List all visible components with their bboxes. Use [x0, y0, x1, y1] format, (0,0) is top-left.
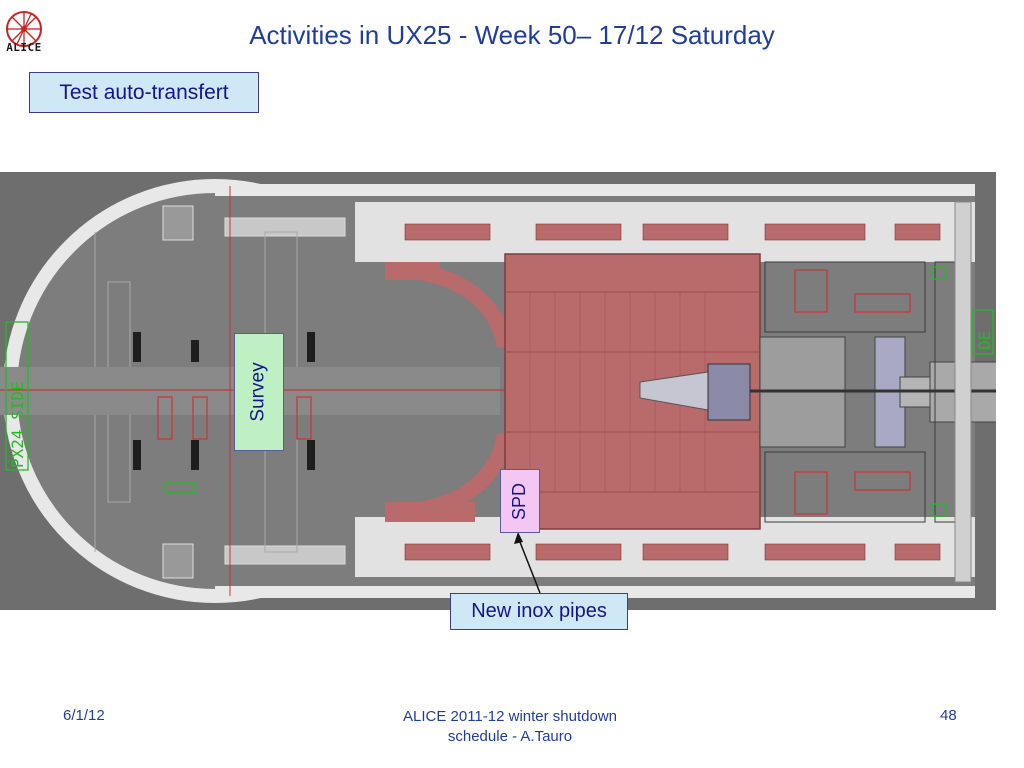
new-inox-pipes-callout: New inox pipes — [450, 593, 628, 630]
footer-page-number: 48 — [940, 707, 957, 724]
test-auto-transfert-callout: Test auto-transfert — [29, 72, 259, 113]
slide-title: Activities in UX25 - Week 50– 17/12 Satu… — [249, 20, 775, 50]
footer-center-line1: ALICE 2011-12 winter shutdown — [402, 708, 617, 725]
spd-label: SPD — [509, 482, 530, 520]
ux25-floor-plan: PX24 SIDE DE — [0, 172, 996, 610]
left-wall-label: PX24 SIDE — [8, 381, 27, 468]
survey-callout: Survey — [234, 333, 284, 451]
footer-center-line2: schedule - A.Tauro — [447, 728, 573, 745]
alice-logo-icon — [6, 11, 42, 47]
spd-callout: SPD — [500, 469, 540, 533]
logo-text: ALICE — [6, 41, 42, 54]
footer-center: ALICE 2011-12 winter shutdown schedule -… — [360, 707, 660, 747]
right-wall-label: DE — [975, 331, 994, 350]
footer-date: 6/1/12 — [63, 707, 105, 724]
survey-label: Survey — [248, 362, 270, 422]
